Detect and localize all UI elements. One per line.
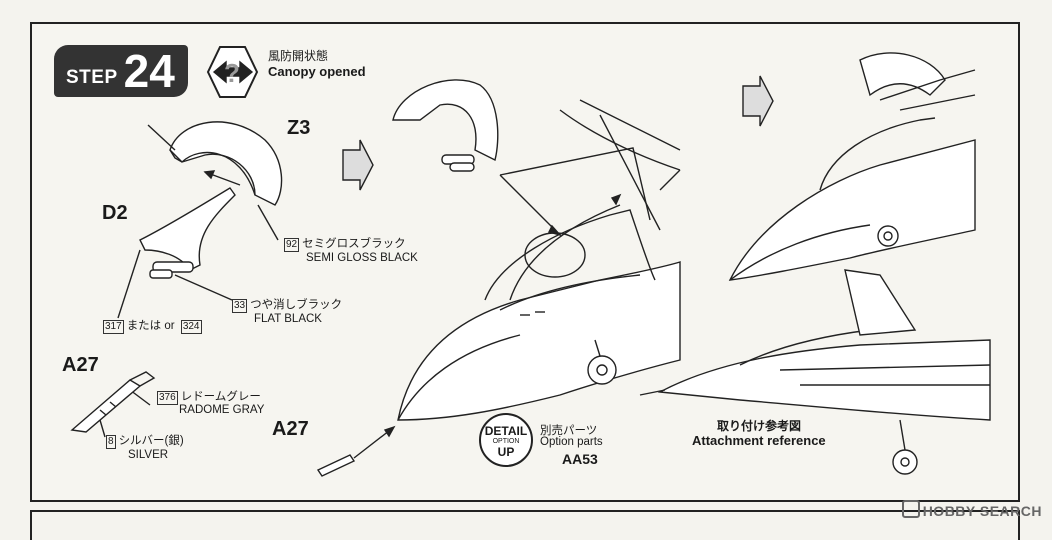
pitot-part-a27-left [70,371,156,433]
option-en: Option parts [540,436,603,448]
jet-nose-right-top [728,52,976,281]
watermark-text: HOBBY SEARCH [922,503,1042,519]
svg-text:?: ? [224,58,240,88]
paint-radome-en: RADOME GRAY [179,404,265,416]
reference-en: Attachment reference [692,433,826,448]
option-code: AA53 [562,451,598,467]
instruction-drawing: ? [70,46,991,477]
paint-jp: シルバー(銀) [118,435,184,447]
paint-code-1: 317 [103,320,124,334]
badge-line3: UP [497,445,515,459]
paint-code: 92 [284,238,300,252]
paint-code: 376 [157,391,178,405]
canopy-jp-label: 風防開状態 [268,49,329,63]
jet-side-attachment-reference [639,269,991,475]
paint-semi-gloss-en: SEMI GLOSS BLACK [306,252,418,264]
or-text: または or [126,320,175,332]
paint-silver-en: SILVER [128,449,169,461]
paint-flat-black-en: FLAT BLACK [254,313,322,325]
hobby-search-logo-icon [901,500,920,518]
paint-code: 33 [232,299,248,313]
paint-jp: レドームグレー [180,391,261,403]
paint-jp: セミグロスブラック [302,238,406,250]
paint-jp: つや消しブラック [250,299,343,311]
watermark: HOBBY SEARCH [901,500,1042,519]
pitot-part-a27-bottom [316,425,396,477]
arm-part-d2 [139,187,236,279]
part-label-a27-bottom: A27 [272,418,309,440]
step-word: STEP [66,67,118,88]
option-jp: 別売パーツ [540,425,598,437]
part-label-z3: Z3 [287,117,311,139]
step-badge: STEP 24 [54,45,188,97]
step-number: 24 [123,45,175,97]
canopy-part-z3 [169,121,283,206]
badge-line2: OPTION [492,438,520,445]
reference-jp: 取り付け参考図 [717,419,802,433]
detail-up-badge: DETAIL OPTION UP [479,413,533,467]
canopy-en-label: Canopy opened [268,64,366,79]
jet-nose-middle [397,99,681,421]
paint-code-2: 324 [180,320,202,334]
part-label-a27-left: A27 [62,354,99,376]
arrow-icon-2 [742,75,774,127]
arrow-icon-1 [342,139,374,191]
part-label-d2: D2 [102,202,128,224]
paint-code: 8 [106,435,116,449]
badge-line1: DETAIL [484,424,528,438]
canopy-middle [392,79,499,172]
